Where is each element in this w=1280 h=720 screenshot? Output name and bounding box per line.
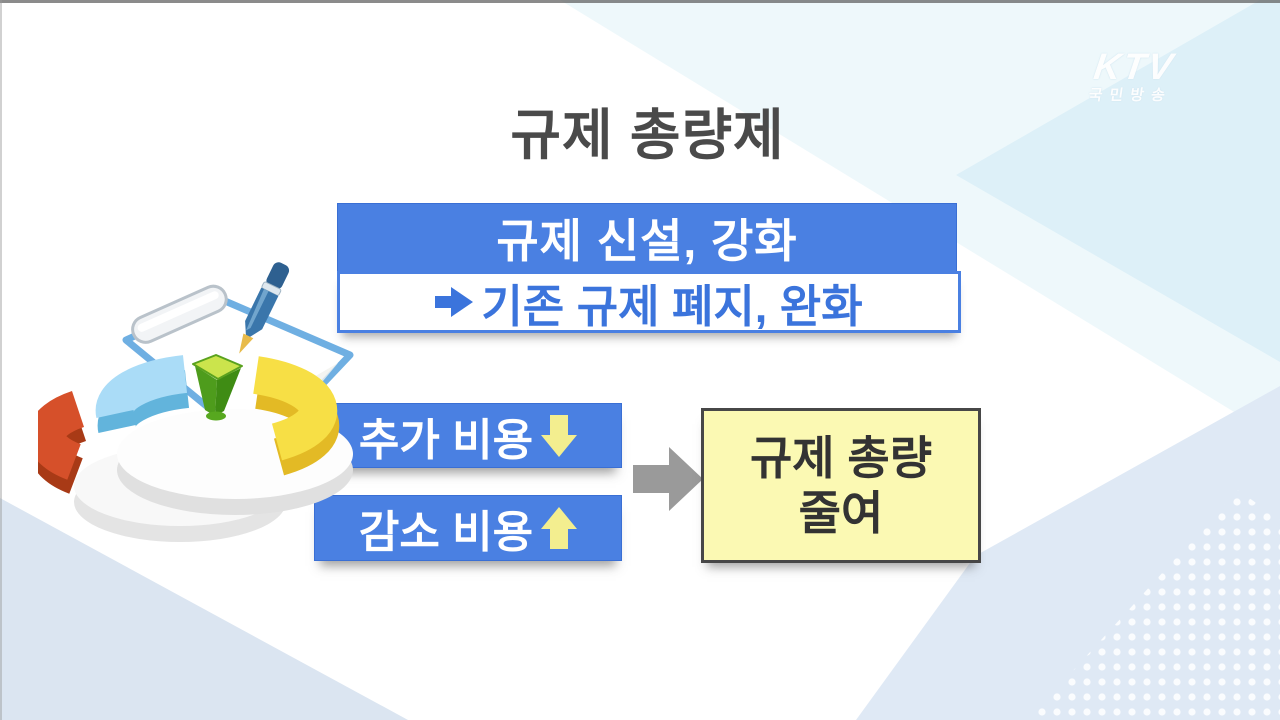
pie-chart-clipboard-pen-icon (27, 262, 354, 542)
bg-wedge-bottomleft (0, 498, 408, 720)
effect-box: 기존 규제 폐지, 완화 (337, 271, 961, 333)
flow-arrow-icon (633, 441, 705, 517)
right-arrow-icon (435, 286, 475, 318)
cause-box: 규제 신설, 강화 (337, 203, 957, 273)
added-cost-box: 추가 비용 (314, 403, 622, 468)
bg-wedge-topright (956, 0, 1280, 362)
frame-top-edge (0, 0, 1280, 3)
reduced-cost-box: 감소 비용 (314, 495, 622, 561)
up-arrow-icon (541, 507, 578, 549)
down-arrow-icon (541, 414, 578, 457)
pie-chart-illustration (27, 258, 368, 558)
bg-dot-pattern (1028, 490, 1280, 720)
frame-left-edge (0, 0, 2, 720)
result-line1: 규제 총량 (749, 432, 933, 485)
effect-label: 기존 규제 폐지, 완화 (481, 280, 863, 332)
result-line2: 줄여 (798, 486, 884, 539)
cause-label: 규제 신설, 강화 (496, 215, 798, 267)
page-title: 규제 총량제 (510, 104, 785, 166)
reduced-cost-label: 감소 비용 (358, 508, 534, 557)
result-box: 규제 총량 줄여 (701, 408, 981, 563)
added-cost-label: 추가 비용 (358, 415, 534, 465)
